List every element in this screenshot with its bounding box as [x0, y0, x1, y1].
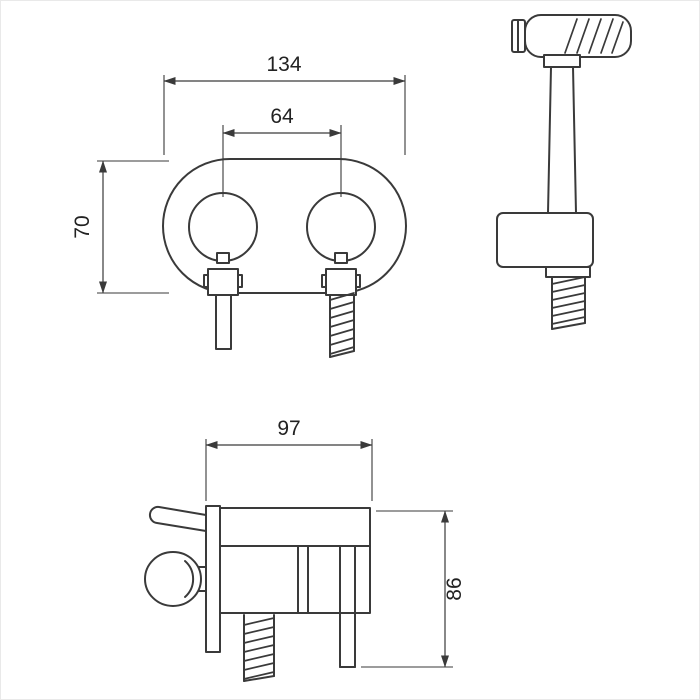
dimension-front-width: 134	[163, 53, 406, 155]
side-handle-knob	[144, 551, 207, 607]
side-view: 97 86	[144, 417, 466, 682]
sprayer-threaded-connector	[551, 276, 586, 330]
front-threaded-screw	[329, 292, 355, 358]
front-left-valve	[203, 268, 243, 350]
sprayer-handle	[543, 54, 581, 214]
side-threaded-pipe	[243, 614, 275, 682]
dimension-side-height: 86	[361, 510, 466, 668]
side-lever-arm	[148, 505, 207, 532]
dim-label-knob-spacing: 64	[270, 105, 294, 128]
side-mounting-plate	[205, 505, 221, 653]
dim-label-front-width: 134	[266, 53, 301, 76]
front-left-pipe	[215, 294, 232, 350]
front-right-valve	[321, 268, 361, 358]
side-outlet-pipe	[339, 612, 356, 668]
front-view: 134 64 70	[71, 53, 407, 358]
front-left-knob	[188, 192, 258, 264]
front-right-knob	[306, 192, 376, 264]
dim-label-side-depth: 97	[277, 417, 300, 440]
dimension-front-height: 70	[71, 160, 169, 294]
dimension-side-depth: 97	[205, 417, 373, 501]
sprayer-view	[496, 14, 632, 330]
sprayer-holder	[496, 212, 594, 278]
dim-label-front-height: 70	[71, 215, 94, 238]
dimension-knob-spacing: 64	[222, 105, 342, 197]
side-body	[219, 507, 371, 614]
sprayer-head	[511, 14, 632, 58]
dim-label-side-height: 86	[443, 577, 466, 600]
